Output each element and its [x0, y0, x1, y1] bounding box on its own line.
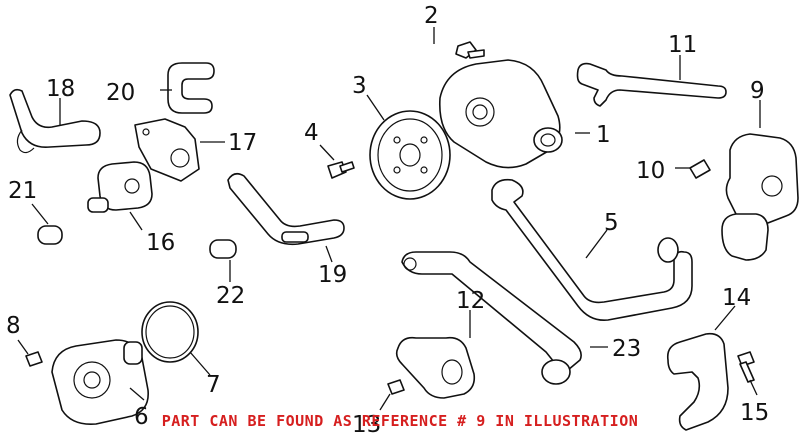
part-10-bolt [689, 159, 711, 179]
callout-19: 19 [318, 262, 347, 288]
callout-6: 6 [134, 404, 149, 430]
part-1-water-pump [438, 59, 563, 169]
part-23-pipe [401, 251, 582, 385]
callout-15: 15 [740, 400, 769, 426]
part-17-bracket [134, 118, 200, 182]
leader-lines [17, 27, 761, 411]
callout-11: 11 [668, 32, 697, 58]
part-21-sleeve [37, 225, 63, 245]
part-20-hose [167, 62, 215, 114]
callout-13: 13 [352, 412, 381, 438]
callout-22: 22 [216, 283, 245, 309]
callout-7: 7 [206, 372, 221, 398]
callout-9: 9 [750, 78, 765, 104]
part-6-thermostat [51, 339, 149, 426]
callout-14: 14 [722, 285, 751, 311]
part-11-pipe [576, 62, 727, 107]
part-16-aux-pump [87, 161, 153, 213]
callout-labels: 1 2 3 4 5 6 7 8 9 10 11 12 13 14 15 16 1… [6, 3, 769, 438]
callout-1: 1 [596, 122, 611, 148]
part-2-bolt [455, 41, 485, 59]
part-3-pulley [369, 110, 451, 200]
part-22-sleeve [209, 239, 237, 259]
part-4-bolt [327, 161, 355, 179]
callout-18: 18 [46, 76, 75, 102]
part-12-connector [395, 336, 476, 399]
callout-20: 20 [106, 80, 135, 106]
callout-10: 10 [636, 158, 665, 184]
part-8-bolt [25, 351, 43, 367]
callout-4: 4 [304, 120, 319, 146]
callout-12: 12 [456, 288, 485, 314]
callout-23: 23 [612, 336, 641, 362]
callout-21: 21 [8, 178, 37, 204]
callout-8: 8 [6, 313, 21, 339]
callout-16: 16 [146, 230, 175, 256]
part-15-bolt [737, 351, 755, 383]
part-5-pipe [491, 178, 693, 322]
part-9-thermostat-housing [721, 133, 799, 261]
part-14-hose [666, 332, 729, 431]
callout-5: 5 [604, 210, 619, 236]
callout-17: 17 [228, 130, 257, 156]
callout-3: 3 [352, 73, 367, 99]
footer-note: PART CAN BE FOUND AS REFERENCE # 9 IN IL… [161, 412, 639, 430]
part-13-bolt [387, 379, 405, 395]
part-18-hose [9, 88, 101, 154]
part-19-pipe [227, 172, 345, 246]
part-7-seal-ring [141, 301, 199, 363]
callout-2: 2 [424, 3, 439, 29]
